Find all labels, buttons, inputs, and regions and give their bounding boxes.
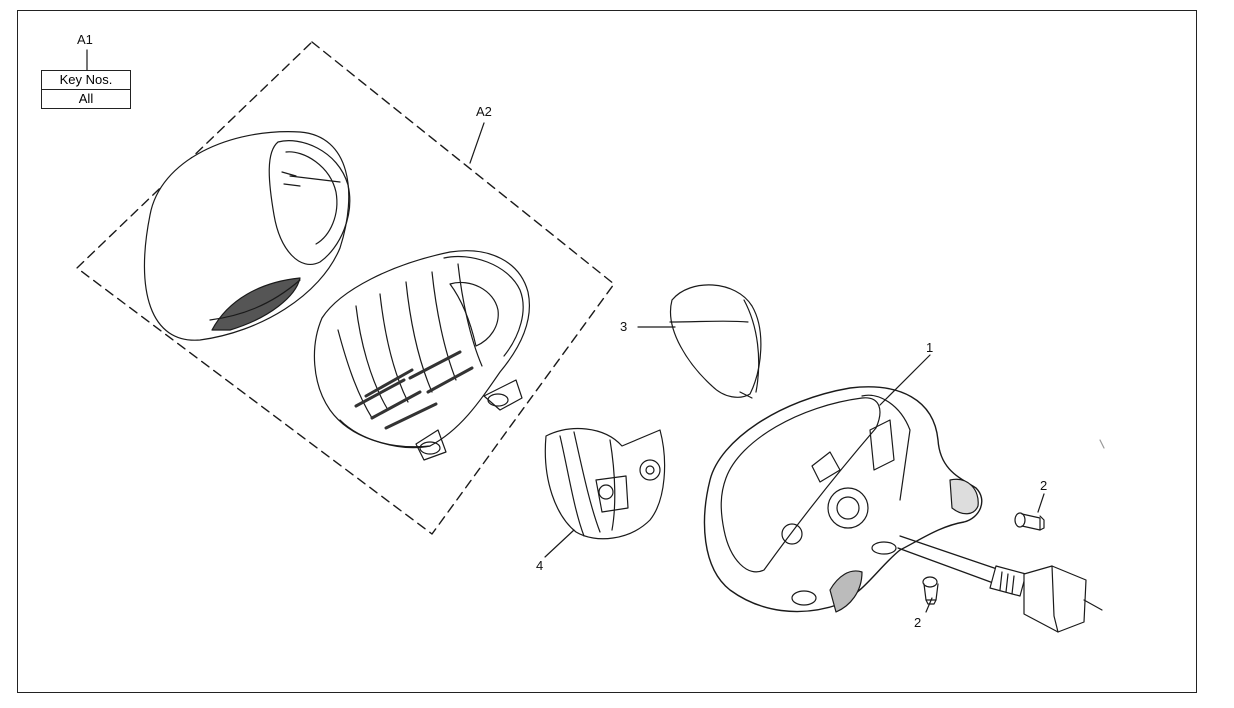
item-1-housing-part xyxy=(703,386,983,613)
key-nos-value: All xyxy=(41,89,131,109)
item-2-screw-upper xyxy=(1014,512,1045,531)
stray-mark xyxy=(1099,439,1105,449)
callout-leader-1 xyxy=(879,354,931,406)
shroud-base-part xyxy=(313,250,530,461)
key-nos-table: Key Nos. All xyxy=(41,70,131,109)
key-ref-label: A1 xyxy=(77,32,93,47)
callout-1: 1 xyxy=(926,340,933,355)
item-3-cap-part xyxy=(669,284,762,399)
item-2-screw-lower xyxy=(922,576,939,605)
callout-a2: A2 xyxy=(476,104,492,119)
assembly-a2-boundary xyxy=(76,41,615,535)
callout-2-lower: 2 xyxy=(914,615,921,630)
callout-leader-a2 xyxy=(469,122,485,164)
callout-2-upper: 2 xyxy=(1040,478,1047,493)
shroud-shell-part xyxy=(143,131,351,341)
diagram-frame xyxy=(17,10,1197,693)
cable-connector-part xyxy=(897,535,1103,633)
callout-leader-2-upper xyxy=(1037,493,1045,513)
callout-leader-4 xyxy=(544,529,575,558)
item-4-bracket-part xyxy=(544,427,666,540)
callout-leader-2-lower xyxy=(925,597,933,613)
callout-3: 3 xyxy=(620,319,627,334)
callout-4: 4 xyxy=(536,558,543,573)
